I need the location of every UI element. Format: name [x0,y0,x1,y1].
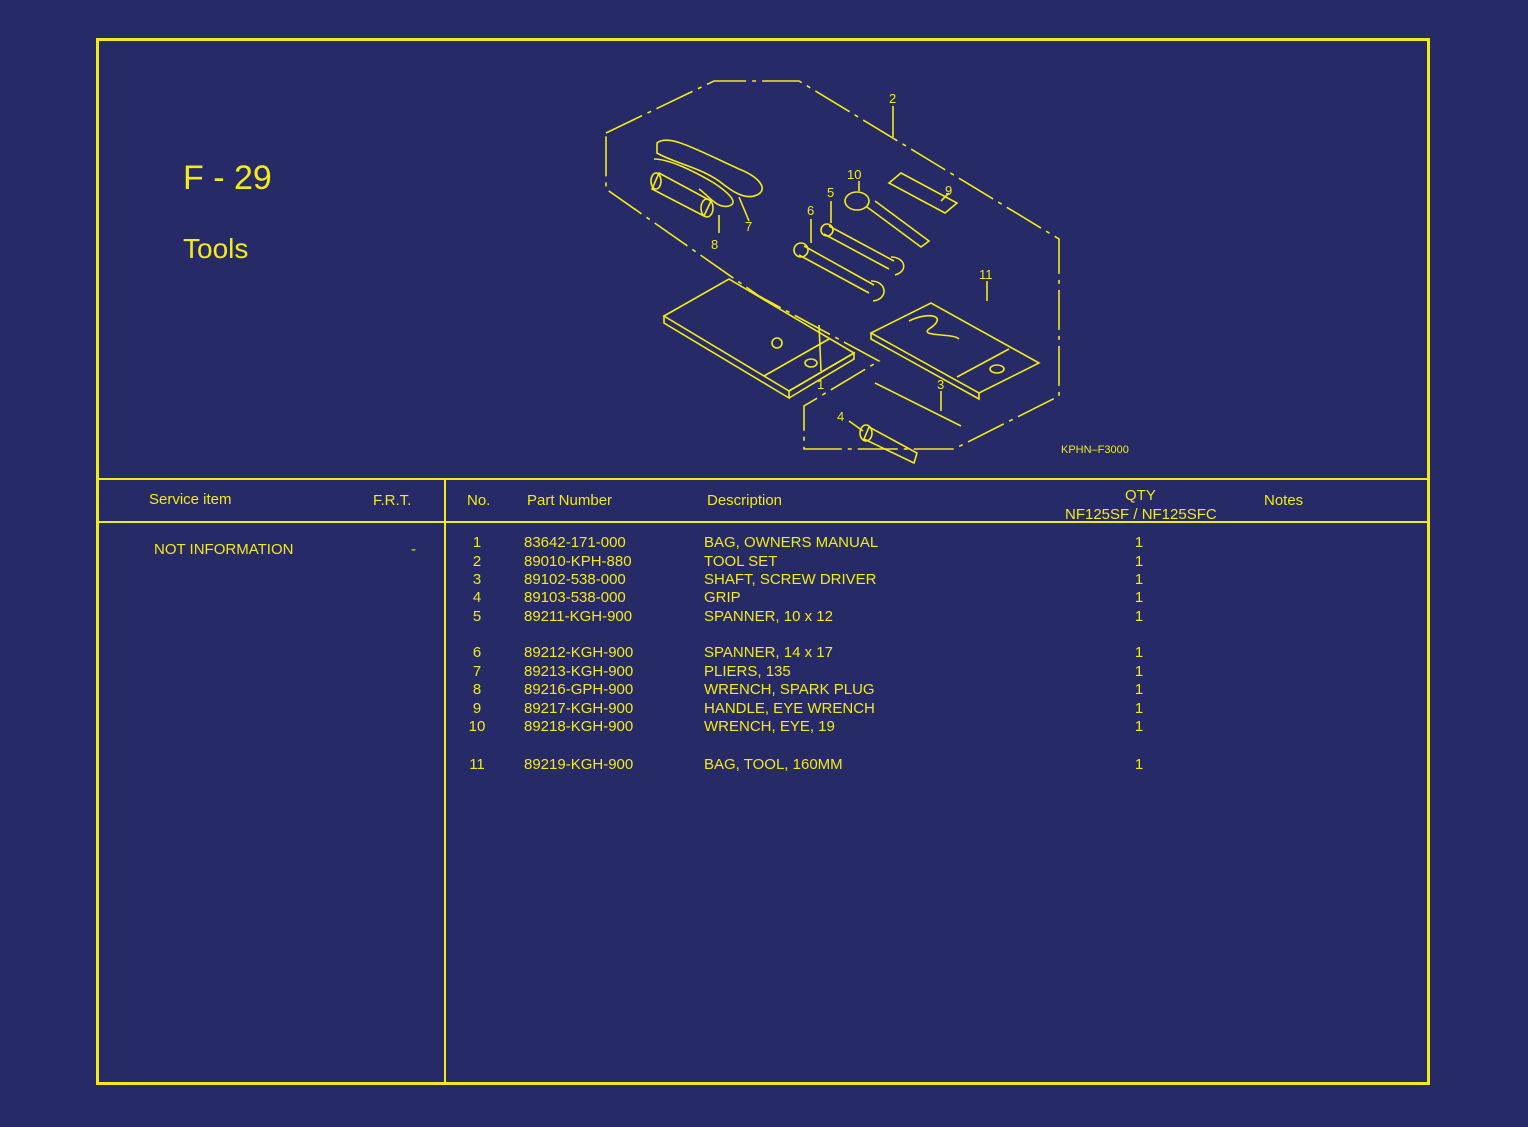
row-no: 5 [472,608,482,625]
row-part-number: 89010-KPH-880 [524,553,632,570]
table-row: 3 89102-538-000 SHAFT, SCREW DRIVER 1 [99,571,1427,589]
table-top-border [99,478,1427,480]
row-no: 3 [472,571,482,588]
callout-9: 9 [945,183,952,198]
table-row: 8 89216-GPH-900 WRENCH, SPARK PLUG 1 [99,681,1427,699]
row-description: WRENCH, SPARK PLUG [704,681,875,698]
col-header-part-number: Part Number [527,492,613,509]
eye-wrench-drawing [844,191,870,211]
parts-page-frame: F - 29 Tools [96,38,1430,1085]
table-row: 6 89212-KGH-900 SPANNER, 14 x 17 1 [99,644,1427,662]
service-item-value: NOT INFORMATION [154,541,294,558]
col-header-description: Description [707,492,783,509]
row-part-number: 89211-KGH-900 [524,608,633,625]
col-header-frt: F.R.T. [373,492,412,509]
col-header-service-item: Service item [149,491,232,508]
diagram-enclosure [605,80,1060,450]
row-description: TOOL SET [704,553,778,570]
spanner-10x12-drawing [823,225,895,270]
col-header-no: No. [467,492,491,509]
callout-11: 11 [979,267,993,282]
callout-4: 4 [837,409,844,424]
row-part-number: 89212-KGH-900 [524,644,634,661]
table-row: 9 89217-KGH-900 HANDLE, EYE WRENCH 1 [99,700,1427,718]
row-no: 6 [472,644,482,661]
callout-3: 3 [937,377,944,392]
table-header-divider [99,521,1427,523]
row-qty: 1 [1134,534,1144,551]
row-no: 2 [472,553,482,570]
row-no: 4 [472,589,482,606]
row-description: BAG, OWNERS MANUAL [704,534,879,551]
row-description: PLIERS, 135 [704,663,791,680]
table-row: 4 89103-538-000 GRIP 1 [99,589,1427,607]
row-description: SHAFT, SCREW DRIVER [704,571,877,588]
row-no: 1 [472,534,482,551]
row-no: 8 [472,681,482,698]
callout-2: 2 [889,91,896,106]
table-column-divider [444,478,446,1082]
callout-10: 10 [847,167,861,182]
row-qty: 1 [1134,589,1144,606]
table-row: 11 89219-KGH-900 BAG, TOOL, 160MM 1 [99,756,1427,774]
row-part-number: 89102-538-000 [524,571,626,588]
page-code: F - 29 [183,159,272,197]
row-qty: 1 [1134,571,1144,588]
callout-7: 7 [745,219,752,234]
row-qty: 1 [1134,553,1144,570]
callout-5: 5 [827,185,834,200]
row-description: GRIP [704,589,741,606]
callout-8: 8 [711,237,718,252]
table-row: 5 89211-KGH-900 SPANNER, 10 x 12 1 [99,608,1427,626]
row-qty: 1 [1134,608,1144,625]
row-part-number: 83642-171-000 [524,534,626,551]
tool-bag-drawing [869,302,1041,394]
table-row: 7 89213-KGH-900 PLIERS, 135 1 [99,663,1427,681]
row-no: 7 [472,663,482,680]
eye-wrench-handle-drawing [887,172,959,214]
row-qty: 1 [1134,644,1144,661]
pliers-drawing [656,139,763,198]
col-header-notes: Notes [1264,492,1304,509]
row-no: 10 [468,718,486,735]
row-part-number: 89213-KGH-900 [524,663,634,680]
row-no: 11 [469,756,485,773]
row-qty: 1 [1134,756,1144,773]
row-description: HANDLE, EYE WRENCH [704,700,875,717]
col-header-qty-models: NF125SF / NF125SFC [1065,506,1217,523]
row-no: 9 [472,700,482,717]
col-header-qty: QTY [1125,487,1156,504]
row-part-number: 89217-KGH-900 [524,700,634,717]
row-part-number: 89218-KGH-900 [524,718,634,735]
row-description: WRENCH, EYE, 19 [704,718,835,735]
table-row: 10 89218-KGH-900 WRENCH, EYE, 19 1 [99,718,1427,736]
table-row: 1 83642-171-000 BAG, OWNERS MANUAL 1 [99,534,1427,552]
tools-diagram: 1 2 3 4 5 6 7 8 9 10 11 KPHN–F3000 [605,80,1129,465]
row-part-number: 89219-KGH-900 [524,756,634,773]
row-qty: 1 [1134,700,1144,717]
row-description: SPANNER, 14 x 17 [704,644,833,661]
diagram-reference-code: KPHN–F3000 [1061,444,1129,456]
frt-value: - [411,541,416,558]
callout-1: 1 [817,377,824,392]
spanner-14x17-drawing [798,245,875,294]
row-qty: 1 [1134,681,1144,698]
page-title: Tools [183,233,249,264]
screwdriver-shaft-drawing [874,382,962,427]
row-part-number: 89103-538-000 [524,589,626,606]
row-qty: 1 [1134,718,1144,735]
row-qty: 1 [1134,663,1144,680]
row-description: BAG, TOOL, 160MM [704,756,843,773]
row-part-number: 89216-GPH-900 [524,681,634,698]
row-description: SPANNER, 10 x 12 [704,608,833,625]
callout-6: 6 [807,203,814,218]
table-row: 2 89010-KPH-880 TOOL SET 1 [99,553,1427,571]
screwdriver-grip-drawing [862,425,918,465]
